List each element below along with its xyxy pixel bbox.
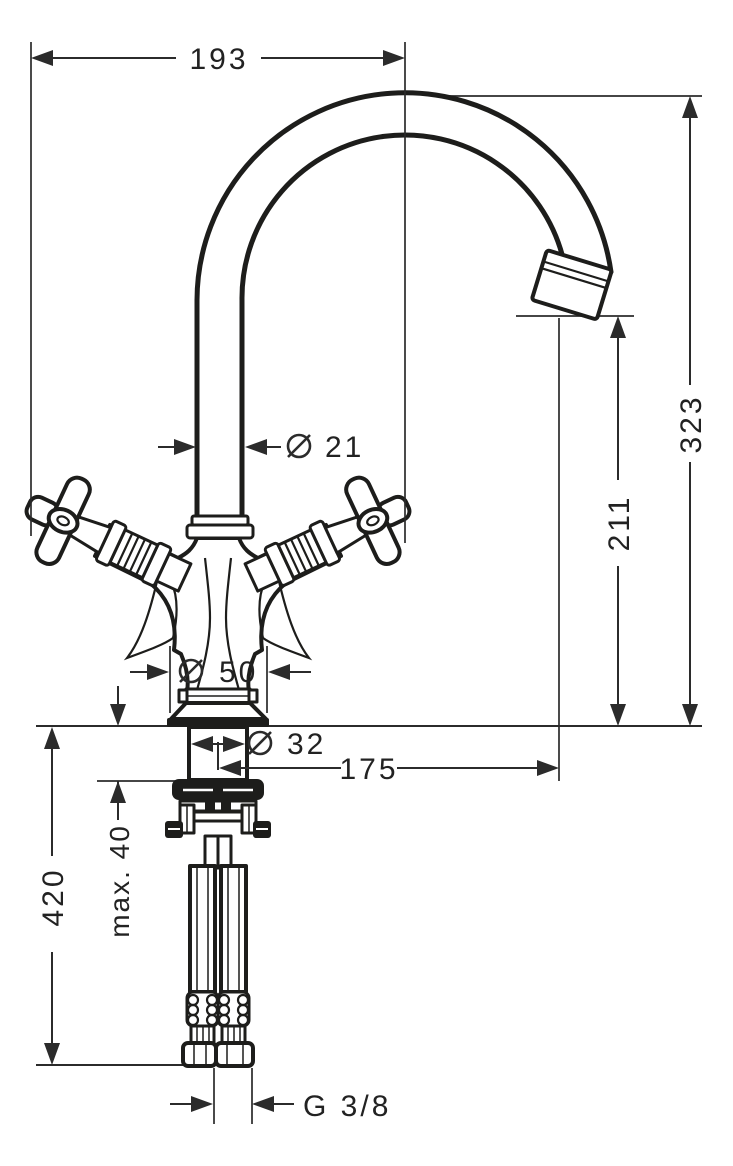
dim-total-height: 323	[675, 96, 708, 726]
dim-label-overall-width: 193	[189, 43, 248, 76]
escutcheon	[167, 687, 269, 727]
dim-label-max-thickness: max. 40	[104, 824, 135, 938]
supply-hoses	[188, 864, 248, 994]
hose-left	[188, 864, 217, 994]
dim-connection-thread: G 3/8	[170, 1090, 391, 1123]
faucet	[24, 90, 614, 727]
hose-crimp-sleeves	[185, 990, 251, 1028]
base-bead-right	[247, 688, 259, 704]
nut-facets	[193, 1045, 244, 1064]
crimp-beads	[186, 993, 250, 1027]
dim-max-thickness: max. 40	[104, 686, 135, 938]
dim-label-spout-diameter: 21	[325, 431, 364, 464]
mounting-hardware	[165, 725, 271, 1068]
fixing-tab-right	[221, 799, 231, 812]
right-bonnet-rib-lines	[283, 532, 320, 576]
base-bell	[169, 701, 268, 721]
dim-label-base-diameter: 50	[219, 656, 258, 689]
dim-base-diameter: 50	[130, 656, 311, 689]
left-handle-ring	[46, 507, 80, 535]
dim-label-spout-reach: 175	[339, 753, 398, 786]
reference-lines	[36, 95, 702, 1066]
hose-braiding	[196, 868, 240, 990]
dim-label-total-height: 323	[675, 394, 708, 453]
bracket-channel-detail	[186, 806, 250, 832]
dim-overall-width: 193	[31, 43, 405, 76]
diameter-icon	[286, 433, 312, 459]
dim-spout-reach: 175	[219, 753, 559, 786]
inlet-tail-left	[203, 834, 220, 870]
dim-label-outlet-height: 211	[603, 495, 636, 552]
dim-label-shank-diameter: 32	[287, 728, 326, 761]
collar-ribs	[196, 1027, 241, 1042]
right-valve-assembly	[243, 475, 412, 593]
diameter-icon	[247, 730, 273, 756]
base-bead-left	[177, 688, 189, 704]
left-bonnet-rib-lines	[116, 532, 153, 576]
right-handle-ring	[356, 507, 390, 535]
connection-nut-left	[181, 1041, 218, 1068]
dim-outlet-height: 211	[603, 316, 636, 726]
dimensions: 193 323 211 21	[30, 42, 708, 1124]
ext-thread	[213, 1068, 253, 1124]
hose-right	[219, 864, 248, 994]
fixing-tab-left	[205, 799, 215, 812]
pipe-collar-lower	[185, 523, 255, 540]
right-handle-ring-hole	[366, 515, 380, 527]
body-contours	[123, 557, 313, 691]
dim-label-connection-thread: G 3/8	[303, 1090, 391, 1123]
nozzle-joint-rings	[541, 260, 609, 290]
connection-nut-right	[214, 1041, 255, 1068]
gooseneck-spout	[194, 90, 614, 527]
ext-base-diameter	[169, 646, 268, 713]
dim-shank-diameter: 32	[191, 728, 326, 770]
dim-hose-length: 420	[37, 727, 70, 1065]
dim-label-hose-length: 420	[37, 867, 70, 926]
crimp-sleeve-right	[216, 990, 251, 1028]
crimp-sleeve-left	[185, 990, 220, 1028]
base-bottom-band	[167, 718, 269, 727]
dim-spout-diameter: 21	[158, 431, 364, 464]
left-valve-assembly	[24, 475, 193, 593]
left-handle-ring-hole	[56, 515, 70, 527]
inlet-tail-right	[216, 834, 233, 870]
spout-nozzle	[530, 248, 614, 321]
bracket-bar	[192, 810, 244, 823]
diameter-icon	[178, 658, 204, 684]
base-gasket	[172, 779, 264, 800]
